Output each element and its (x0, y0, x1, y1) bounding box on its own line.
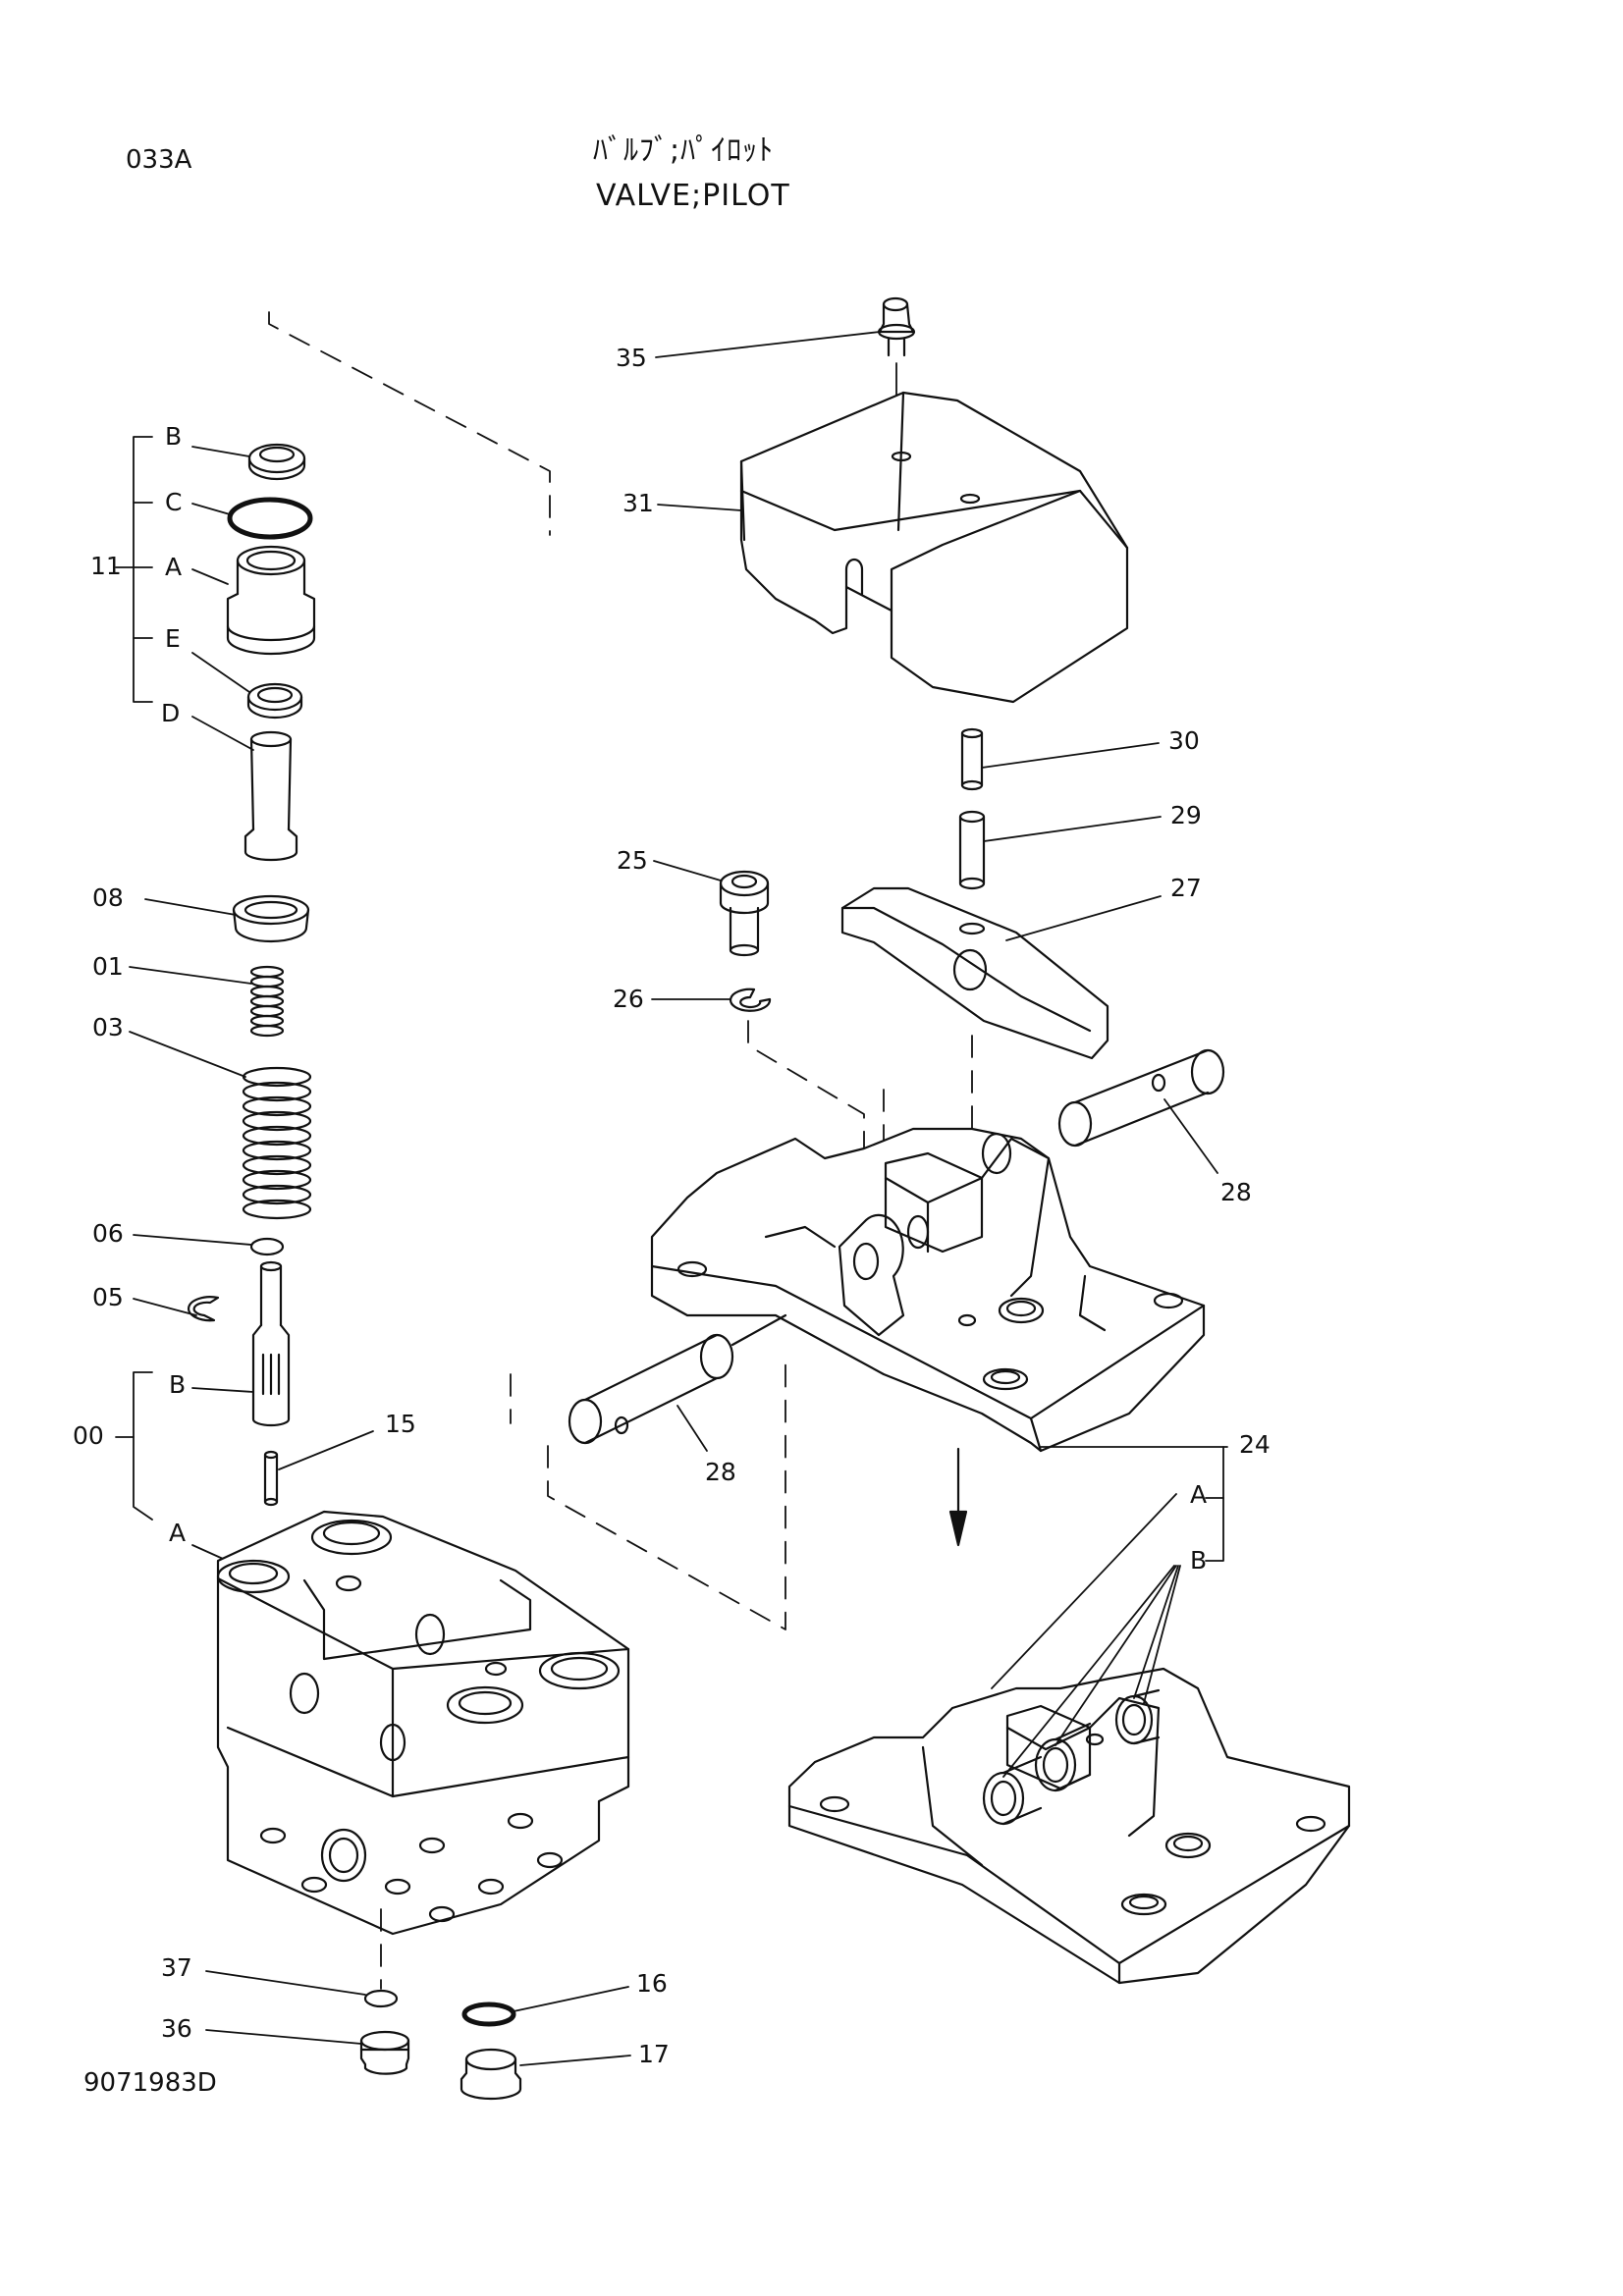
callout-24: 24 (1239, 1430, 1271, 1459)
part-27-lever (840, 886, 1109, 1060)
title-kana: ﾊﾞﾙﾌﾞ;ﾊﾟｲﾛｯﾄ (593, 133, 775, 168)
callout-28-upper: 28 (1220, 1178, 1252, 1206)
drawing-number: 9071983D (83, 2068, 217, 2098)
callout-11-c: C (165, 488, 183, 516)
assembly-line-left (268, 311, 551, 536)
callout-01: 01 (92, 952, 124, 981)
callout-11-d: D (161, 699, 181, 727)
part-35-bolt (877, 296, 916, 357)
callout-05: 05 (92, 1283, 124, 1311)
part-11c-o-ring (227, 497, 313, 540)
callout-11-a: A (165, 553, 183, 581)
part-24-base-view (787, 1667, 1351, 1985)
part-17-plug (460, 2048, 522, 2101)
callout-17: 17 (638, 2040, 670, 2068)
part-28-pin-lower (568, 1313, 787, 1445)
bracket-00 (133, 1371, 153, 1521)
down-arrow (948, 1447, 968, 1547)
callout-11-e: E (165, 624, 181, 653)
callout-35: 35 (616, 344, 647, 372)
part-03-spring-outer (242, 1066, 312, 1220)
part-11d-plunger (243, 730, 298, 862)
part-11a-sleeve (226, 545, 316, 656)
callout-16: 16 (636, 1969, 668, 1998)
callout-15: 15 (385, 1410, 416, 1438)
part-05-clip (187, 1296, 220, 1322)
assembly-line-right (547, 1354, 786, 1630)
callout-00-b: B (169, 1370, 187, 1399)
callout-24-a: A (1190, 1480, 1208, 1509)
callout-24-b: B (1190, 1546, 1208, 1575)
part-30-pin (960, 727, 984, 791)
part-11e-ring (246, 682, 303, 720)
callout-26: 26 (613, 985, 644, 1013)
callout-11: 11 (90, 552, 122, 580)
page-title: VALVE;PILOT (596, 179, 790, 213)
part-08-cap (232, 894, 310, 943)
part-26-washer (730, 988, 772, 1012)
part-24-base (650, 1127, 1206, 1453)
callout-00-a: A (169, 1519, 187, 1547)
callout-11-b: B (165, 422, 183, 451)
part-28-pin-upper (1057, 1048, 1225, 1148)
part-36-plug (359, 2030, 410, 2075)
part-25-bolt (719, 870, 770, 957)
part-29-sleeve (958, 810, 986, 890)
page-code: 033A (126, 145, 192, 175)
bracket-11 (133, 436, 153, 703)
callout-29: 29 (1170, 801, 1202, 829)
part-31-cover (739, 391, 1129, 704)
callout-08: 08 (92, 883, 124, 912)
part-11b-seal (247, 443, 306, 481)
bracket-24 (1205, 1497, 1224, 1562)
part-16-o-ring (461, 2002, 516, 2027)
callout-27: 27 (1170, 874, 1202, 902)
callout-25: 25 (617, 846, 648, 875)
part-00b-spool (251, 1260, 291, 1427)
part-37-o-ring (363, 1989, 399, 2008)
callout-03: 03 (92, 1013, 124, 1041)
part-15-pin (263, 1450, 279, 1507)
part-06-washer (249, 1237, 285, 1256)
callout-00: 00 (73, 1421, 104, 1450)
callout-36: 36 (161, 2014, 192, 2043)
part-01-spring-inner (249, 965, 285, 1038)
callout-28-lower: 28 (705, 1458, 736, 1486)
callout-31: 31 (622, 489, 654, 517)
callout-37: 37 (161, 1953, 192, 1982)
pilot-valve-body (216, 1510, 630, 1936)
callout-06: 06 (92, 1219, 124, 1248)
callout-30: 30 (1168, 726, 1200, 755)
